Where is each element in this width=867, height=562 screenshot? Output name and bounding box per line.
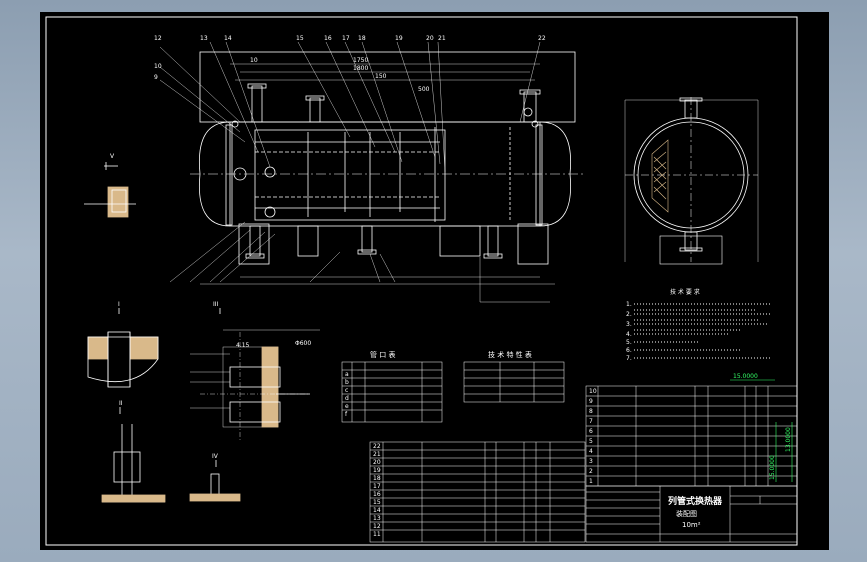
- parts-item-number: 7: [589, 418, 593, 425]
- requirements-title: 技 术 要 求: [670, 288, 700, 296]
- nozzle-table: [341, 361, 443, 423]
- requirements-text: 技 术 要 求 1. 2. 3. 4. 5. 6. 7.: [626, 288, 700, 362]
- leader-labels: 12 13 14 15 16 17 18 19 20 21 22 10 9 10…: [154, 35, 546, 93]
- requirement-item: 5.: [626, 339, 632, 346]
- tube-bundle-hatch: [651, 139, 669, 213]
- requirement-item: 6.: [626, 347, 632, 354]
- detail-i: [87, 308, 159, 388]
- assembly-drawing: 12 13 14 15 16 17 18 19 20 21 22 10 9 10…: [45, 16, 798, 546]
- parts-item-number: 5: [589, 438, 593, 445]
- parts-list-upper: [585, 385, 798, 487]
- title-block: [585, 485, 798, 543]
- parts-item-number: 18: [373, 475, 381, 482]
- view-label-iv: IV: [212, 453, 219, 460]
- dimension-label: 1750: [353, 57, 368, 64]
- parts-item-number: 19: [373, 467, 381, 474]
- green-dimensions: [730, 379, 793, 482]
- parts-item-number: 11: [373, 531, 381, 538]
- dimension-label: 150: [375, 73, 387, 80]
- leader-label: 15: [296, 35, 304, 42]
- leader-label: 9: [154, 74, 158, 81]
- view-label-ii: II: [119, 400, 123, 407]
- green-dimension: 15.0000: [733, 373, 758, 380]
- parts-list-lower: [369, 441, 586, 543]
- nozzle-row-label: b: [345, 379, 349, 386]
- nozzle-row-label: d: [345, 395, 349, 402]
- main-elevation-view: [159, 41, 585, 303]
- nozzle-row-label: f: [345, 411, 348, 418]
- detail-iv: [189, 460, 241, 502]
- parts-list-lower-nums: 22 21 20 19 18 17 16 15 14 13 12 11: [373, 443, 381, 538]
- requirements-lines: [634, 303, 770, 359]
- parts-item-number: 9: [589, 398, 593, 405]
- requirement-item: 1.: [626, 301, 632, 308]
- leader-label: 20: [426, 35, 434, 42]
- nozzle-table-title: 管 口 表: [370, 350, 395, 359]
- drawing-spec: 10m²: [682, 521, 701, 529]
- leader-label: 21: [438, 35, 446, 42]
- parts-item-number: 2: [589, 468, 593, 475]
- detail-iii: [190, 308, 320, 442]
- tech-table-title: 技 术 特 性 表: [488, 350, 532, 359]
- parts-item-number: 17: [373, 483, 381, 490]
- tech-table: [463, 361, 565, 403]
- nozzle-row-label: e: [345, 403, 349, 410]
- parts-item-number: 10: [589, 388, 597, 395]
- leader-label: 17: [342, 35, 350, 42]
- drawing-subtitle: 装配图: [676, 509, 697, 518]
- parts-item-number: 12: [373, 523, 381, 530]
- requirement-item: 7.: [626, 355, 632, 362]
- green-dimension: 15.0000: [769, 455, 776, 480]
- parts-item-number: 15: [373, 499, 381, 506]
- nozzle-row-label: a: [345, 371, 349, 378]
- parts-item-number: 13: [373, 515, 381, 522]
- parts-item-number: 4: [589, 448, 593, 455]
- side-view: [624, 97, 759, 265]
- leader-label: 16: [324, 35, 332, 42]
- leader-label: 22: [538, 35, 546, 42]
- parts-item-number: 14: [373, 507, 381, 514]
- leader-label: 10: [154, 63, 162, 70]
- parts-item-number: 20: [373, 459, 381, 466]
- view-label-v: V: [110, 153, 115, 160]
- drawing-title: 列管式换热器: [668, 495, 723, 507]
- parts-item-number: 3: [589, 458, 593, 465]
- leader-label: 12: [154, 35, 162, 42]
- nozzle-row-label: c: [345, 387, 348, 394]
- dimension-label: 500: [418, 86, 430, 93]
- leader-label: 19: [395, 35, 403, 42]
- dimension-label: Φ600: [295, 340, 311, 347]
- cad-drawing-sheet: 12 13 14 15 16 17 18 19 20 21 22 10 9 10…: [40, 12, 829, 550]
- requirement-item: 4.: [626, 331, 632, 338]
- detail-v: [84, 162, 136, 218]
- nozzle-rows: a b c d e f: [345, 371, 349, 418]
- view-label-i: I: [118, 301, 120, 308]
- parts-item-number: 16: [373, 491, 381, 498]
- parts-item-number: 22: [373, 443, 381, 450]
- leader-label: 13: [200, 35, 208, 42]
- dimension-label: 1800: [353, 65, 368, 72]
- view-label-iii: III: [213, 301, 219, 308]
- dimension-label: 10: [250, 57, 258, 64]
- parts-item-number: 8: [589, 408, 593, 415]
- parts-item-number: 6: [589, 428, 593, 435]
- detail-ii: [101, 407, 166, 503]
- parts-item-number: 1: [589, 478, 593, 485]
- leader-label: 14: [224, 35, 232, 42]
- dimension-label: 4.15: [236, 342, 250, 349]
- parts-item-number: 21: [373, 451, 381, 458]
- green-dimension: 13.0000: [785, 427, 792, 452]
- leader-label: 18: [358, 35, 366, 42]
- drawing-frame: [45, 16, 798, 546]
- requirement-item: 3.: [626, 321, 632, 328]
- parts-list-upper-nums: 10 9 8 7 6 5 4 3 2 1: [589, 388, 597, 485]
- requirement-item: 2.: [626, 311, 632, 318]
